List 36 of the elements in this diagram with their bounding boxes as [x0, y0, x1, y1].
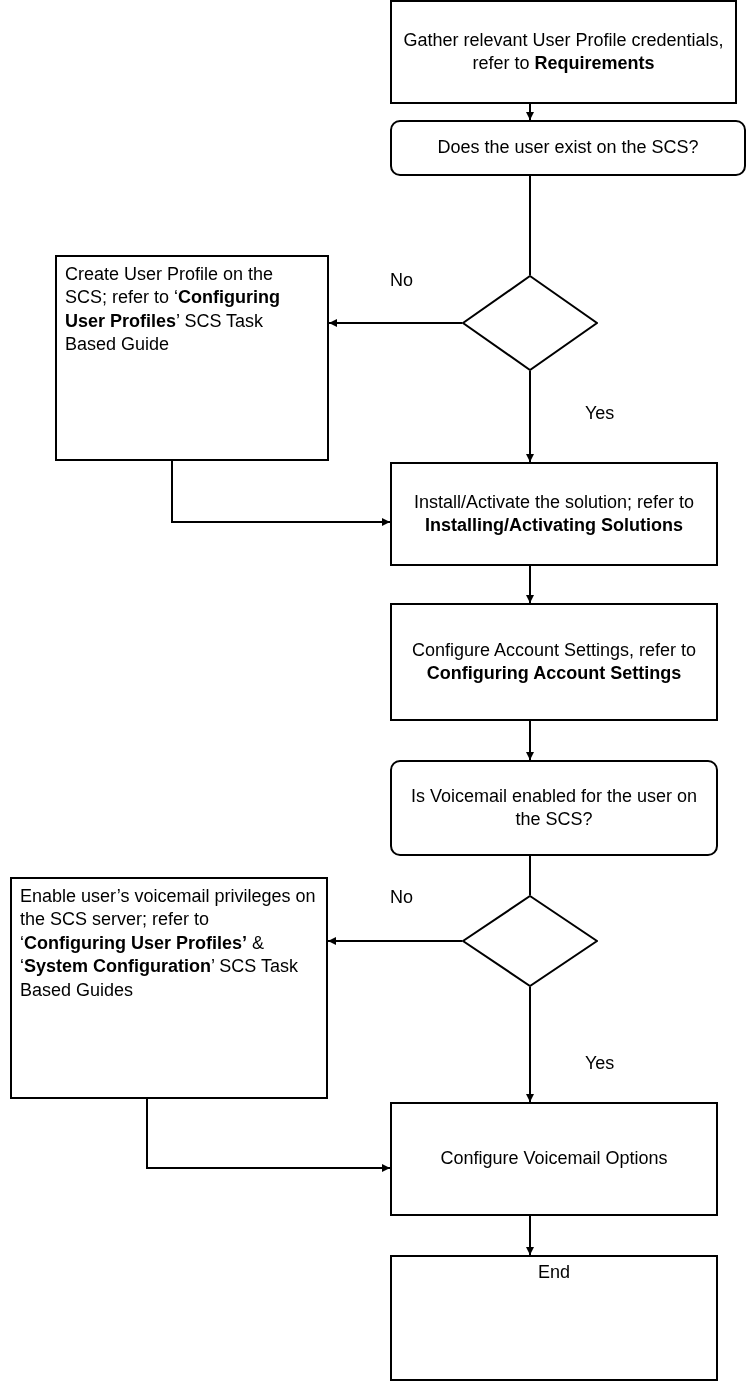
- arrow: [526, 986, 534, 1103]
- step-text: Enable user’s voicemail privileges on the SCS server; refer to ‘Configuring User Profiles’ & ‘System Configuration’ SCS Task Based Guides: [20, 885, 317, 1002]
- diamond-decision-shape: [462, 275, 598, 371]
- arrow: [146, 1098, 391, 1172]
- diamond-decision-shape: [462, 895, 598, 987]
- step-text: Create User Profile on the SCS; refer to ‘Configuring User Profiles’ SCS Task Based Guide: [65, 263, 282, 357]
- process-box: [390, 603, 718, 721]
- process-box: [55, 255, 329, 461]
- step-text: Configure Voicemail Options: [440, 1147, 668, 1171]
- process-box: [10, 877, 328, 1099]
- arrow: [328, 319, 463, 327]
- step-text: Gather relevant User Profile credentials, refer to Requirements: [402, 28, 725, 75]
- arrow: [526, 565, 534, 604]
- step-text: Configure Account Settings, refer to Configuring Account Settings: [410, 638, 698, 685]
- edge-label: Yes: [585, 1053, 615, 1074]
- step-text: Install/Activate the solution; refer to Installing/Activating Solutions: [412, 490, 696, 537]
- connector-line: [529, 855, 531, 896]
- process-box: [390, 0, 737, 104]
- step-text: End: [538, 1261, 570, 1284]
- connector-line: [529, 175, 531, 276]
- rounded-process-box: [390, 760, 718, 856]
- process-box: [390, 462, 718, 566]
- step-text: Does the user exist on the SCS?: [437, 136, 699, 160]
- terminal-box: [390, 1255, 718, 1381]
- arrow: [526, 1215, 534, 1256]
- edge-label: No: [390, 270, 413, 291]
- process-box: [390, 1102, 718, 1216]
- edge-label: Yes: [585, 403, 615, 424]
- rounded-process-box: [390, 120, 746, 176]
- step-text: Is Voicemail enabled for the user on the SCS?: [409, 784, 699, 831]
- arrow: [171, 460, 391, 526]
- edge-label: No: [390, 887, 413, 908]
- arrow: [327, 937, 463, 945]
- arrow: [526, 103, 534, 121]
- arrow: [526, 370, 534, 463]
- arrow: [526, 720, 534, 761]
